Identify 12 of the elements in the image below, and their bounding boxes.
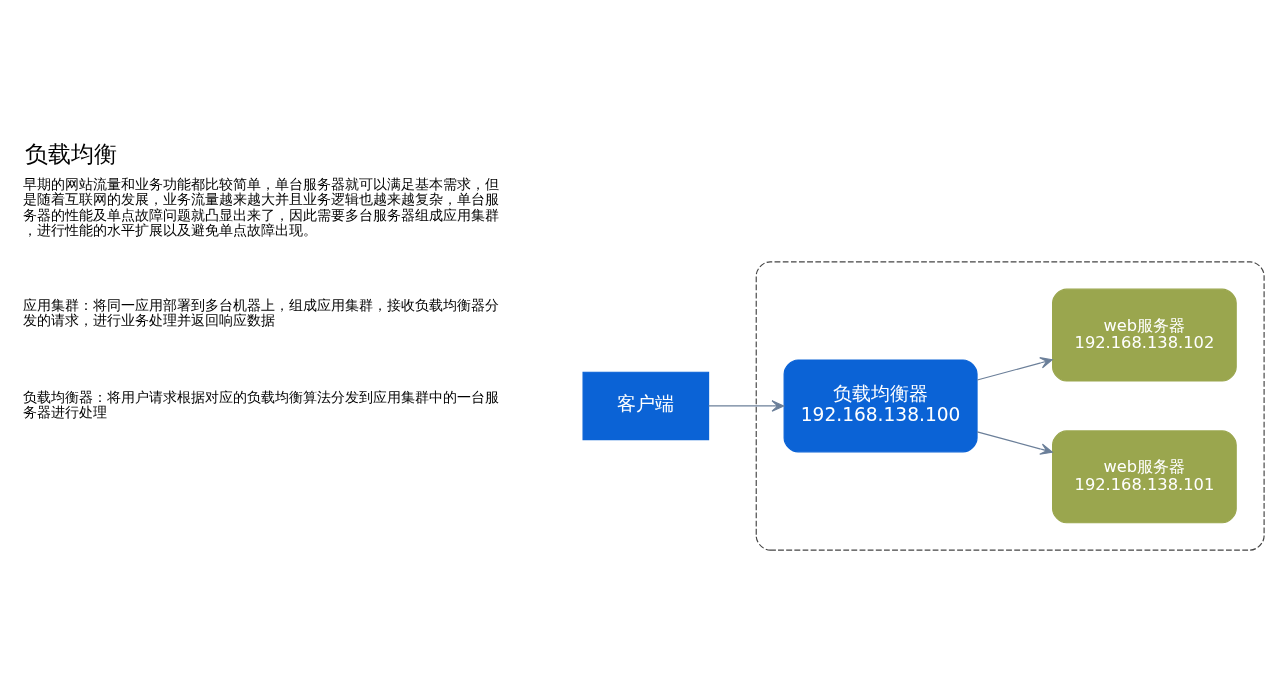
label: 负载均衡器：将用户请求根据对应的负载均衡算法分发到应用集群中的一台服务器进行处理	[22, 388, 499, 420]
node-box: 负载均衡器 192.168.138.100	[783, 358, 978, 452]
node-box: web服务器 192.168.138.101	[1052, 429, 1237, 523]
arrow	[976, 356, 1053, 381]
arrow	[708, 399, 785, 412]
label: 应用集群：将同一应用部署到多台机器上，组成应用集群，接收负载均衡器分发的请求，进行业务处理并返回响应数据	[22, 296, 499, 328]
arrow	[976, 430, 1053, 455]
node-box: 客户端	[582, 371, 710, 440]
diagram-title: 负载均衡	[24, 139, 117, 167]
cluster	[755, 260, 1265, 551]
node-box: web服务器 192.168.138.102	[1052, 288, 1237, 382]
label: 早期的网站流量和业务功能都比较简单，单台服务器就可以满足基本需求，但是随着互联网的发展，业务流量越来越大并且业务逻辑也越来越复杂，单台服务器的性能及单点故障问题就凸显出来了，因此需要多台服务器组成应用集群，进行性能的水平扩展以及避免单点故障出现。	[22, 175, 499, 238]
